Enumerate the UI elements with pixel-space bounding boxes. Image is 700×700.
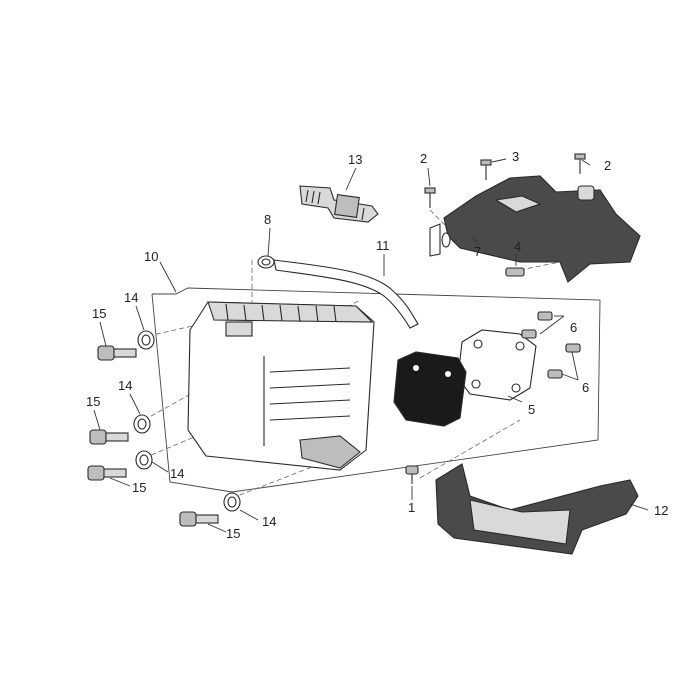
valve-cover: [187, 301, 375, 471]
rubber-gasket: [393, 351, 467, 427]
callout-2-left: 2: [420, 151, 427, 166]
callout-12: 12: [654, 503, 668, 518]
callout-8: 8: [264, 212, 271, 227]
callout-labels: 1 2 2 3 4 5 6 6 7 8 10 11 12 13 14 14 14…: [86, 149, 668, 541]
callout-14-c: 14: [170, 466, 184, 481]
callout-15-b: 15: [86, 394, 100, 409]
callout-1: 1: [408, 500, 415, 515]
lower-shroud: [435, 463, 639, 555]
leader-lines: [93, 158, 649, 533]
hose-clamp: [257, 255, 275, 269]
shroud-screws: [424, 153, 586, 277]
washers-and-bolts: [87, 330, 241, 527]
callout-6-upper: 6: [570, 320, 577, 335]
callout-15-a: 15: [92, 306, 106, 321]
spark-plug: [299, 185, 379, 223]
callout-14-a: 14: [124, 290, 138, 305]
callout-14-b: 14: [118, 378, 132, 393]
breather-hose: [273, 259, 419, 329]
callout-15-d: 15: [226, 526, 240, 541]
callout-11: 11: [376, 238, 390, 253]
upper-shroud: [429, 175, 641, 283]
callout-4: 4: [514, 239, 521, 254]
callout-10: 10: [144, 249, 158, 264]
callout-7: 7: [474, 244, 481, 259]
lower-screw: [405, 465, 419, 484]
callout-13: 13: [348, 152, 362, 167]
callout-6-lower: 6: [582, 380, 589, 395]
small-bolts: [521, 311, 581, 379]
callout-2-right: 2: [604, 158, 611, 173]
callout-3: 3: [512, 149, 519, 164]
assembly-frame: [151, 287, 601, 493]
callout-14-d: 14: [262, 514, 276, 529]
callout-5: 5: [528, 402, 535, 417]
gasket-plate: [457, 329, 537, 401]
callout-15-c: 15: [132, 480, 146, 495]
